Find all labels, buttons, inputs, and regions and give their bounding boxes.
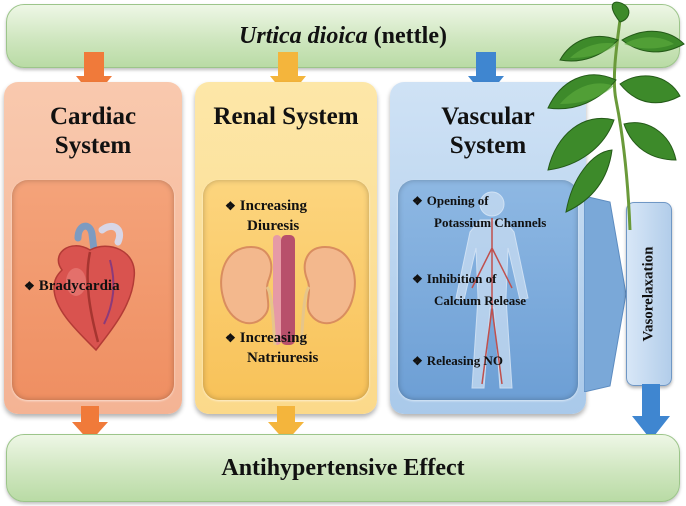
renal-effect-line2: Diuresis bbox=[247, 218, 300, 234]
vasorelaxation-label: Vasorelaxation bbox=[640, 246, 657, 342]
vasorelaxation-box: Vasorelaxation bbox=[626, 202, 672, 386]
renal-effect-item-natriuresis: ❖Increasing Natriuresis bbox=[225, 328, 318, 368]
cardiac-panel-title: Cardiac System bbox=[4, 102, 182, 160]
vascular-panel-title: Vascular System bbox=[390, 102, 586, 160]
diamond-bullet-icon: ❖ bbox=[24, 279, 35, 293]
vascular-effect-line1: Releasing NO bbox=[426, 353, 503, 368]
cardiac-system-panel: Cardiac System ❖Bradycardia bbox=[4, 82, 182, 414]
diamond-bullet-icon: ❖ bbox=[412, 272, 423, 286]
diamond-bullet-icon: ❖ bbox=[225, 199, 236, 213]
vasorelaxation-output-arrow-icon bbox=[632, 384, 670, 440]
outcome-banner: Antihypertensive Effect bbox=[6, 434, 680, 502]
renal-effect-item-diuresis: ❖Increasing Diuresis bbox=[225, 196, 307, 236]
cardiac-effect-text: Bradycardia bbox=[38, 278, 120, 294]
renal-effect-line2: Natriuresis bbox=[247, 350, 319, 366]
vascular-effect-item-calcium: ❖Inhibition of Calcium Release bbox=[412, 268, 526, 311]
renal-effect-line1: Increasing bbox=[239, 330, 307, 346]
heart-illustration bbox=[53, 222, 135, 352]
top-banner: Urtica dioica (nettle) bbox=[6, 4, 680, 68]
plant-common-name: (nettle) bbox=[373, 22, 447, 49]
renal-panel-title: Renal System bbox=[213, 103, 359, 130]
outcome-label: Antihypertensive Effect bbox=[221, 454, 465, 481]
diamond-bullet-icon: ❖ bbox=[412, 194, 423, 208]
cardiac-title-line1: Cardiac bbox=[49, 103, 137, 130]
cardiac-effects-box: ❖Bradycardia bbox=[12, 180, 174, 400]
vascular-effect-line2: Potassium Channels bbox=[434, 215, 547, 230]
vascular-effect-item-no: ❖Releasing NO bbox=[412, 350, 503, 372]
vascular-title-line2: System bbox=[449, 132, 527, 159]
vascular-effect-item-potassium: ❖Opening of Potassium Channels bbox=[412, 190, 546, 233]
renal-system-panel: Renal System ❖Increasing Diuresis ❖Incre… bbox=[195, 82, 377, 414]
nettle-plant-illustration bbox=[547, 1, 685, 231]
diamond-bullet-icon: ❖ bbox=[412, 354, 423, 368]
vascular-title-line1: Vascular bbox=[441, 103, 535, 130]
vascular-effects-box: ❖Opening of Potassium Channels ❖Inhibiti… bbox=[398, 180, 578, 400]
kidney-illustration bbox=[220, 235, 356, 345]
renal-effects-box: ❖Increasing Diuresis ❖Increasing Natriur… bbox=[203, 180, 369, 400]
cardiac-title-line2: System bbox=[54, 132, 132, 159]
vascular-effect-line1: Opening of bbox=[426, 193, 489, 208]
plant-species-name: Urtica dioica bbox=[239, 22, 368, 49]
vascular-to-vasorelaxation-connector bbox=[584, 196, 627, 392]
renal-effect-line1: Increasing bbox=[239, 198, 307, 214]
human-vascular-figure bbox=[455, 191, 529, 389]
diamond-bullet-icon: ❖ bbox=[225, 331, 236, 345]
cardiac-effect-item: ❖Bradycardia bbox=[24, 276, 120, 296]
vascular-system-panel: Vascular System ❖Opening of Potassium Ch… bbox=[390, 82, 586, 414]
renal-output-arrow-icon bbox=[268, 406, 304, 442]
vascular-effect-line2: Calcium Release bbox=[434, 293, 527, 308]
vascular-effect-line1: Inhibition of bbox=[426, 271, 497, 286]
cardiac-output-arrow-icon bbox=[72, 406, 108, 442]
